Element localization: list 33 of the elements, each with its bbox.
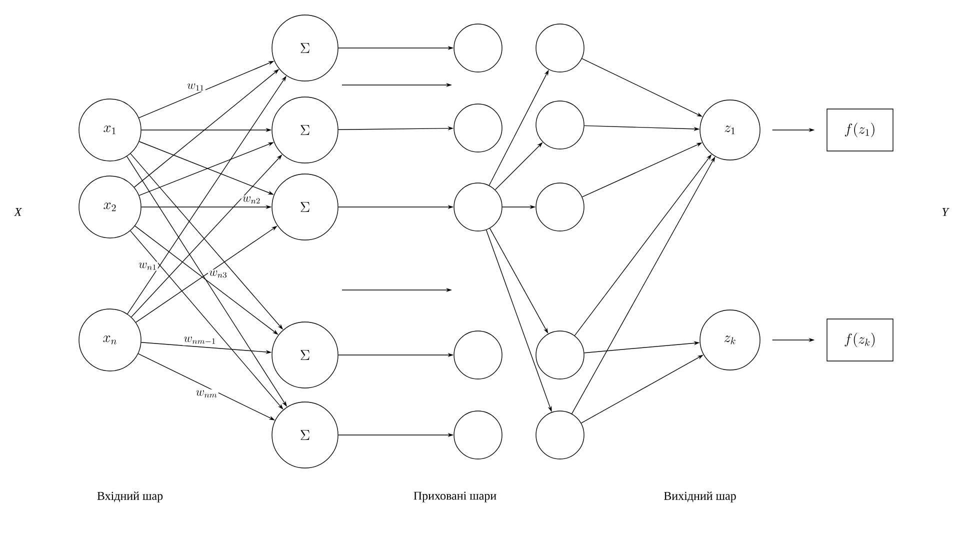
input-neuron: $x_2$ (78, 176, 142, 238)
activation-box: $f(z_k)$ (826, 318, 894, 362)
layer-label: Вхідний шар (97, 492, 163, 502)
input-neuron: $x_n$ (78, 308, 142, 372)
hidden-neuron (536, 410, 584, 460)
layer-label: Приховані шари (414, 492, 496, 502)
edge-label: $w_{n3}$ (209, 270, 226, 278)
hidden-neuron (454, 182, 502, 232)
edge-label: $w_{n2}$ (242, 196, 260, 204)
hidden-neuron (536, 100, 584, 150)
summation-neuron: $\Sigma$ (272, 402, 338, 468)
hidden-neuron (454, 104, 502, 152)
axis-label: X (14, 208, 22, 216)
edge-label: $w_{n1}$ (138, 262, 156, 270)
edge-label: $w_{nm-1}$ (184, 336, 216, 344)
hidden-neuron (536, 24, 584, 72)
layer-label: Вихідний шар (664, 492, 736, 502)
hidden-neuron (454, 24, 502, 72)
output-neuron: $z_1$ (700, 100, 760, 160)
edge-label: $w_{nm}$ (196, 390, 217, 398)
edge-label: $w_{11}$ (187, 84, 204, 91)
summation-neuron: $\Sigma$ (272, 96, 338, 164)
input-neuron: $x_1$ (78, 98, 142, 162)
activation-box: $f(z_1)$ (826, 108, 894, 152)
hidden-neuron (454, 410, 502, 460)
axis-label: Y (942, 208, 950, 216)
summation-neuron: $\Sigma$ (272, 14, 338, 82)
summation-neuron: $\Sigma$ (272, 174, 338, 240)
output-neuron: $z_k$ (700, 310, 760, 370)
hidden-neuron (536, 330, 584, 380)
hidden-neuron (536, 182, 584, 232)
summation-neuron: $\Sigma$ (272, 322, 338, 388)
hidden-neuron (454, 330, 502, 380)
